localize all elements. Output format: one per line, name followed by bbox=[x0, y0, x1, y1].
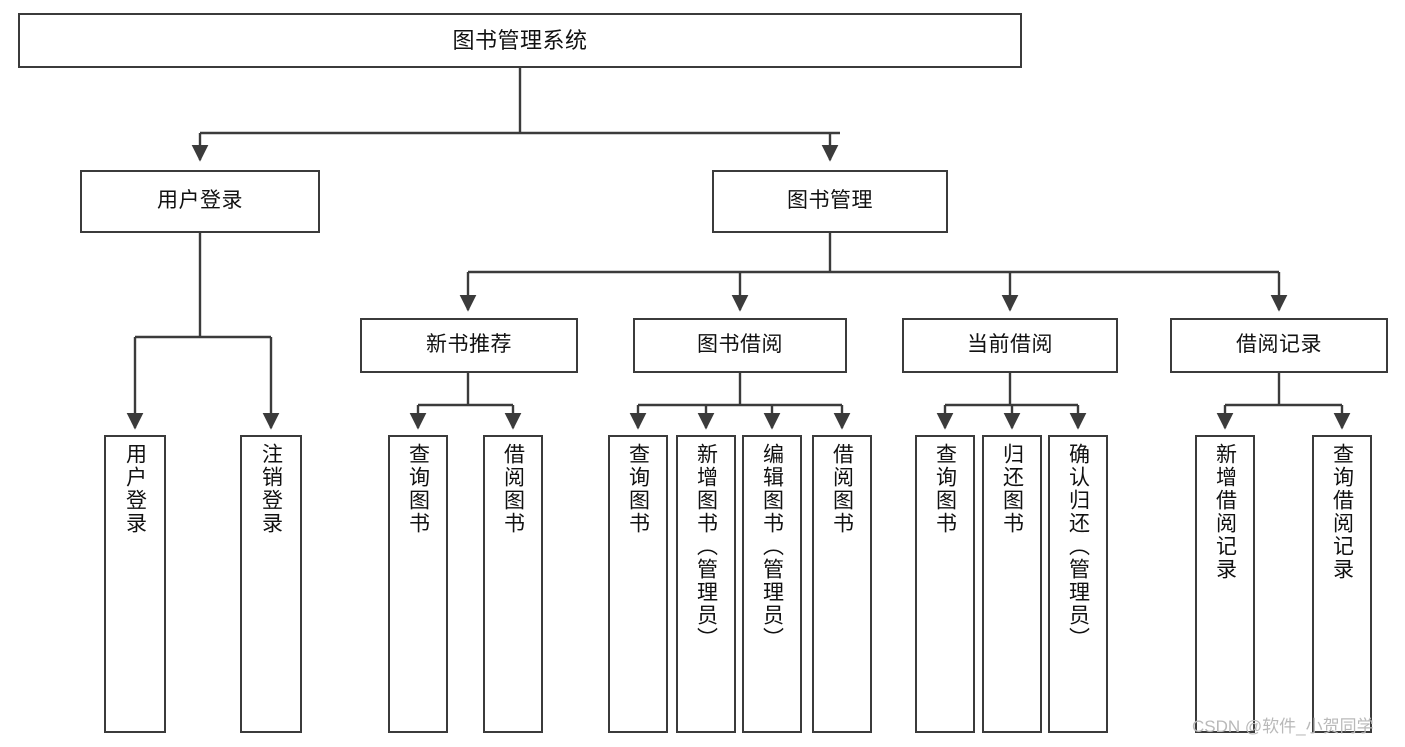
node-book-manage[interactable]: 图书管理 bbox=[712, 170, 948, 233]
leaf-query-book-recommend-label: 查询图书 bbox=[406, 443, 430, 535]
leaf-query-book-borrow[interactable]: 查询图书 bbox=[608, 435, 668, 733]
node-borrow-record-label: 借阅记录 bbox=[1236, 333, 1322, 357]
leaf-borrow-book-label: 借阅图书 bbox=[830, 443, 854, 535]
leaf-user-login[interactable]: 用户登录 bbox=[104, 435, 166, 733]
leaf-user-login-label: 用户登录 bbox=[123, 443, 147, 535]
leaf-add-book[interactable]: 新增图书（管理员） bbox=[676, 435, 736, 733]
node-book-borrow[interactable]: 图书借阅 bbox=[633, 318, 847, 373]
leaf-return-book-label: 归还图书 bbox=[1000, 443, 1024, 535]
leaf-user-logout[interactable]: 注销登录 bbox=[240, 435, 302, 733]
leaf-borrow-book[interactable]: 借阅图书 bbox=[812, 435, 872, 733]
leaf-add-borrow-record-label: 新增借阅记录 bbox=[1213, 443, 1237, 581]
csdn-watermark: CSDN @软件_小贺同学 bbox=[1192, 717, 1374, 736]
leaf-query-borrow-record-label: 查询借阅记录 bbox=[1330, 443, 1354, 581]
leaf-user-logout-label: 注销登录 bbox=[259, 443, 283, 535]
leaf-confirm-return[interactable]: 确认归还（管理员） bbox=[1048, 435, 1108, 733]
node-book-manage-label: 图书管理 bbox=[787, 189, 873, 213]
node-borrow-record[interactable]: 借阅记录 bbox=[1170, 318, 1388, 373]
node-root-label: 图书管理系统 bbox=[452, 27, 588, 53]
leaf-query-book-recommend[interactable]: 查询图书 bbox=[388, 435, 448, 733]
leaf-add-book-label: 新增图书（管理员） bbox=[694, 443, 718, 650]
node-user-login[interactable]: 用户登录 bbox=[80, 170, 320, 233]
node-user-login-label: 用户登录 bbox=[157, 189, 243, 213]
node-book-borrow-label: 图书借阅 bbox=[697, 333, 783, 357]
leaf-confirm-return-label: 确认归还（管理员） bbox=[1066, 443, 1090, 650]
leaf-query-book-current-label: 查询图书 bbox=[933, 443, 957, 535]
leaf-return-book[interactable]: 归还图书 bbox=[982, 435, 1042, 733]
node-root-system[interactable]: 图书管理系统 bbox=[18, 13, 1022, 68]
node-current-borrow[interactable]: 当前借阅 bbox=[902, 318, 1118, 373]
leaf-query-book-borrow-label: 查询图书 bbox=[626, 443, 650, 535]
leaf-borrow-book-recommend-label: 借阅图书 bbox=[501, 443, 525, 535]
node-new-book-recommend-label: 新书推荐 bbox=[426, 333, 512, 357]
leaf-edit-book[interactable]: 编辑图书（管理员） bbox=[742, 435, 802, 733]
leaf-query-book-current[interactable]: 查询图书 bbox=[915, 435, 975, 733]
leaf-borrow-book-recommend[interactable]: 借阅图书 bbox=[483, 435, 543, 733]
leaf-query-borrow-record[interactable]: 查询借阅记录 bbox=[1312, 435, 1372, 733]
node-new-book-recommend[interactable]: 新书推荐 bbox=[360, 318, 578, 373]
leaf-add-borrow-record[interactable]: 新增借阅记录 bbox=[1195, 435, 1255, 733]
node-current-borrow-label: 当前借阅 bbox=[967, 333, 1053, 357]
leaf-edit-book-label: 编辑图书（管理员） bbox=[760, 443, 784, 650]
